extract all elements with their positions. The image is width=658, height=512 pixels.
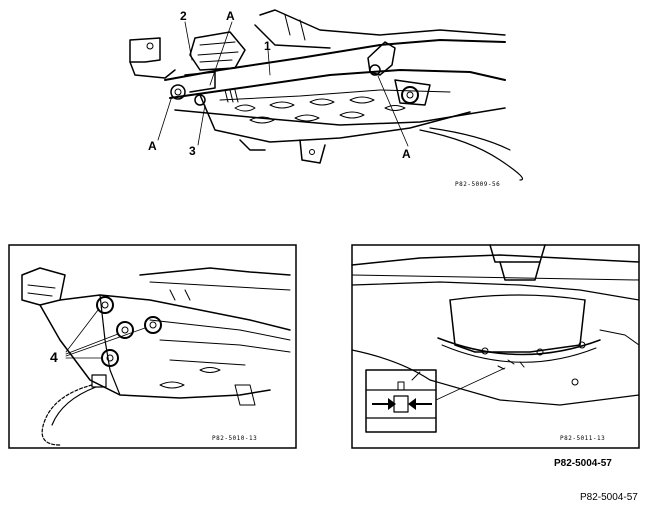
right-figure-code: P82-5011-13 — [560, 435, 605, 442]
right-figure: P82-5011-13 — [351, 244, 640, 449]
callout-4: 4 — [50, 349, 58, 365]
callout-a-right: A — [402, 147, 411, 161]
callout-2: 2 — [180, 9, 187, 23]
left-frame-drawing — [21, 267, 291, 446]
top-figure: 2 A 1 3 A A P82-5009-56 — [129, 9, 524, 188]
seat-frame-drawing — [129, 9, 524, 181]
callout-3: 3 — [189, 144, 196, 158]
page-code: P82-5004-57 — [580, 492, 638, 503]
callout-1: 1 — [264, 39, 271, 53]
left-figure-code: P82-5010-13 — [212, 435, 257, 442]
callout-a-top: A — [226, 9, 235, 23]
top-figure-code: P82-5009-56 — [455, 181, 500, 188]
callout-a-left: A — [148, 139, 157, 153]
right-motor-drawing — [351, 244, 640, 433]
figure-label: P82-5004-57 — [554, 458, 612, 469]
left-figure: 4 P82-5010-13 — [8, 244, 297, 449]
